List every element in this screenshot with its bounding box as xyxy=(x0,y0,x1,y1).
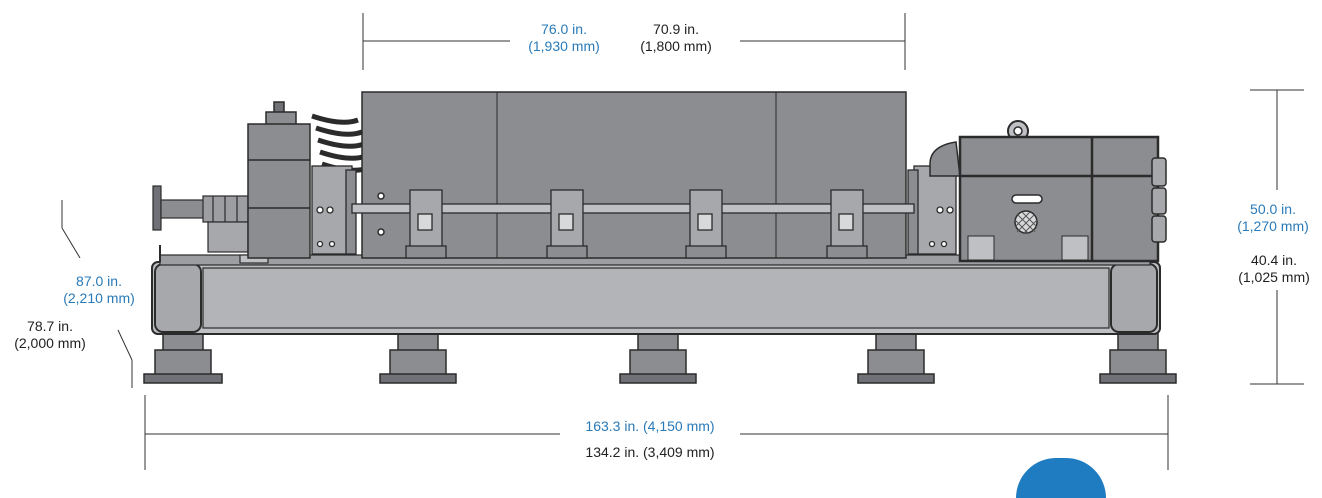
cover-rail xyxy=(351,203,915,214)
feed-inlet-assembly xyxy=(152,185,269,264)
right-dimension-metric-mm: (1,270 mm) xyxy=(1237,218,1309,234)
right-dimension-metric-inches: 50.0 in. xyxy=(1250,201,1296,217)
dimension-lines xyxy=(61,13,1304,470)
left-dimension-imperial-inches: 78.7 in. xyxy=(27,318,73,334)
base-frame xyxy=(151,245,1161,335)
motor-vent-grille xyxy=(1014,210,1038,234)
bearing-housing-left xyxy=(311,165,357,255)
right-dimension-metric-label: 50.0 in. (1,270 mm) xyxy=(1224,201,1322,235)
foot-3 xyxy=(619,331,697,384)
top-dimension-imperial-label: 70.9 in. (1,800 mm) xyxy=(626,21,726,55)
clamp-2 xyxy=(546,189,588,259)
clamp-4 xyxy=(826,189,868,259)
foot-1 xyxy=(143,331,223,384)
top-dimension-imperial-mm: (1,800 mm) xyxy=(640,38,712,54)
right-dimension-imperial-inches: 40.4 in. xyxy=(1251,252,1297,268)
main-motor xyxy=(929,120,1167,263)
left-dimension-metric-inches: 87.0 in. xyxy=(76,273,122,289)
bearing-housing-right xyxy=(907,165,957,255)
top-dimension-imperial-inches: 70.9 in. xyxy=(653,21,699,37)
machine-feet xyxy=(143,331,1177,384)
left-diagonal-bottom xyxy=(117,329,133,361)
foot-4 xyxy=(857,331,935,384)
right-dimension-imperial-mm: (1,025 mm) xyxy=(1238,269,1310,285)
clamp-3 xyxy=(685,189,727,259)
top-dimension-metric-label: 76.0 in. (1,930 mm) xyxy=(514,21,614,55)
right-dimension-imperial-label: 40.4 in. (1,025 mm) xyxy=(1226,252,1322,286)
back-drive-gearbox xyxy=(247,101,369,259)
top-dimension-metric-inches: 76.0 in. xyxy=(541,21,587,37)
drawing-canvas: 76.0 in. (1,930 mm) 70.9 in. (1,800 mm) … xyxy=(0,13,1322,498)
left-dimension-metric-mm: (2,210 mm) xyxy=(63,290,135,306)
left-dimension-imperial-mm: (2,000 mm) xyxy=(14,335,86,351)
left-diagonal-top xyxy=(61,227,81,259)
vent-grille-pattern xyxy=(1014,211,1038,235)
bottom-dimension-imperial-label: 134.2 in. (3,409 mm) xyxy=(585,444,715,460)
bowl-cover xyxy=(361,91,907,259)
bottom-dimension-metric-label: 163.3 in. (4,150 mm) xyxy=(585,418,715,434)
foot-5 xyxy=(1099,331,1177,384)
clamp-1 xyxy=(405,189,447,259)
left-dimension-imperial-label: 78.7 in. (2,000 mm) xyxy=(0,318,100,352)
top-dimension-metric-mm: (1,930 mm) xyxy=(528,38,600,54)
decanter-centrifuge-side-elevation xyxy=(61,13,1304,470)
left-dimension-metric-label: 87.0 in. (2,210 mm) xyxy=(44,273,154,307)
cover-clamps xyxy=(405,189,868,259)
foot-2 xyxy=(379,331,457,384)
